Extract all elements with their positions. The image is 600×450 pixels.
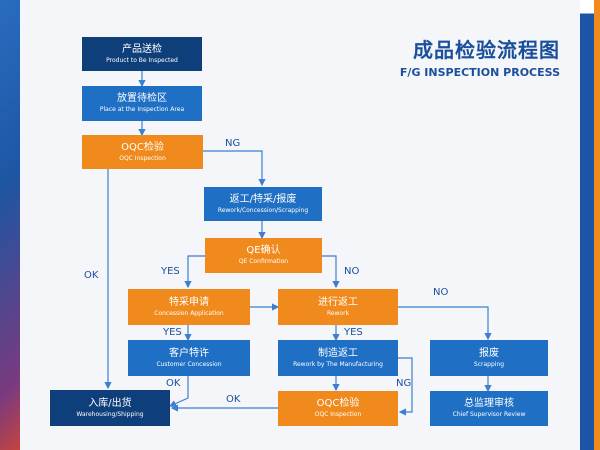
edge-rework-no xyxy=(398,306,492,341)
node-qe-confirmation: QE确认 QE Confirmation xyxy=(205,238,322,273)
node-label-en: Product to Be Inspected xyxy=(106,56,178,64)
node-scrapping: 报废 Scrapping xyxy=(430,340,548,376)
edge-label-ok: OK xyxy=(226,394,241,405)
node-label-cn: 进行返工 xyxy=(318,296,358,308)
edge-label-ng: NG xyxy=(396,378,412,389)
node-label-cn: 客户特许 xyxy=(169,347,209,359)
node-rework-concession-scrapping: 返工/特采/报废 Rework/Concession/Scrapping xyxy=(204,187,322,221)
node-label-en: OQC Inspection xyxy=(314,411,362,418)
edge-label-no: NO xyxy=(433,287,449,298)
node-label-cn: 制造返工 xyxy=(318,347,358,359)
node-label-en: QE Confirmation xyxy=(238,258,289,265)
edge-label-ok: OK xyxy=(166,378,181,389)
edge-manufacturing-ng xyxy=(398,357,413,416)
node-label-en: Concession Application xyxy=(154,309,224,317)
title-english: F/G INSPECTION PROCESS xyxy=(399,66,560,79)
edge-oqc-ng xyxy=(203,150,266,187)
node-label-en: Rework by The Manufacturing xyxy=(293,360,383,368)
node-label-en: Warehousing/Shipping xyxy=(76,410,144,418)
node-chief-supervisor-review: 总监理审核 Chief Supervisor Review xyxy=(430,391,548,426)
node-product-to-inspect: 产品送检 Product to Be Inspected xyxy=(82,37,202,71)
node-label-cn: 产品送检 xyxy=(122,43,162,55)
node-label-en: OQC Inspection xyxy=(119,154,166,162)
node-label-cn: 报废 xyxy=(479,347,499,359)
edge-label-ok: OK xyxy=(84,270,99,281)
node-oqc-inspection-1: OQC检验 OQC Inspection xyxy=(82,135,203,169)
title-chinese: 成品检验流程图 xyxy=(413,38,560,62)
edge-qe-no xyxy=(322,255,340,289)
node-label-cn: QE确认 xyxy=(246,245,281,256)
right-orange-stripe xyxy=(594,0,600,450)
node-label-cn: 特采申请 xyxy=(169,296,209,308)
node-label-en: Place at the Inspection Area xyxy=(99,106,185,113)
edge-label-yes: YES xyxy=(161,266,180,277)
node-warehousing-shipping: 入库/出货 Warehousing/Shipping xyxy=(50,390,170,426)
node-label-en: Scrapping xyxy=(473,360,505,368)
node-rework: 进行返工 Rework xyxy=(278,289,398,325)
node-concession-application: 特采申请 Concession Application xyxy=(128,289,250,325)
node-customer-concession: 客户特许 Customer Concession xyxy=(128,340,250,376)
node-rework-by-manufacturing: 制造返工 Rework by The Manufacturing xyxy=(278,340,398,376)
node-label-cn: 总监理审核 xyxy=(464,398,514,409)
edge-label-ng: NG xyxy=(225,138,241,149)
node-oqc-inspection-2: OQC检验 OQC Inspection xyxy=(278,391,398,426)
right-decorative-border xyxy=(580,0,600,450)
node-label-en: Rework xyxy=(326,309,350,317)
edge-label-yes: YES xyxy=(344,327,363,338)
edge-qe-yes xyxy=(184,255,205,289)
edge-label-yes: YES xyxy=(163,327,182,338)
left-decorative-border xyxy=(0,0,20,450)
node-label-cn: 放置待检区 xyxy=(117,93,167,104)
node-label-en: Rework/Concession/Scrapping xyxy=(217,206,309,214)
node-label-cn: 入库/出货 xyxy=(88,397,132,409)
node-place-inspection-area: 放置待检区 Place at the Inspection Area xyxy=(82,86,202,121)
edge-label-no: NO xyxy=(344,266,360,277)
node-label-en: Chief Supervisor Review xyxy=(452,411,526,418)
node-label-cn: 返工/特采/报废 xyxy=(229,193,297,205)
edge-customer-ok xyxy=(168,376,189,407)
node-label-cn: OQC检验 xyxy=(316,398,360,409)
node-label-cn: OQC检验 xyxy=(121,141,164,153)
node-label-en: Customer Concession xyxy=(156,360,222,368)
